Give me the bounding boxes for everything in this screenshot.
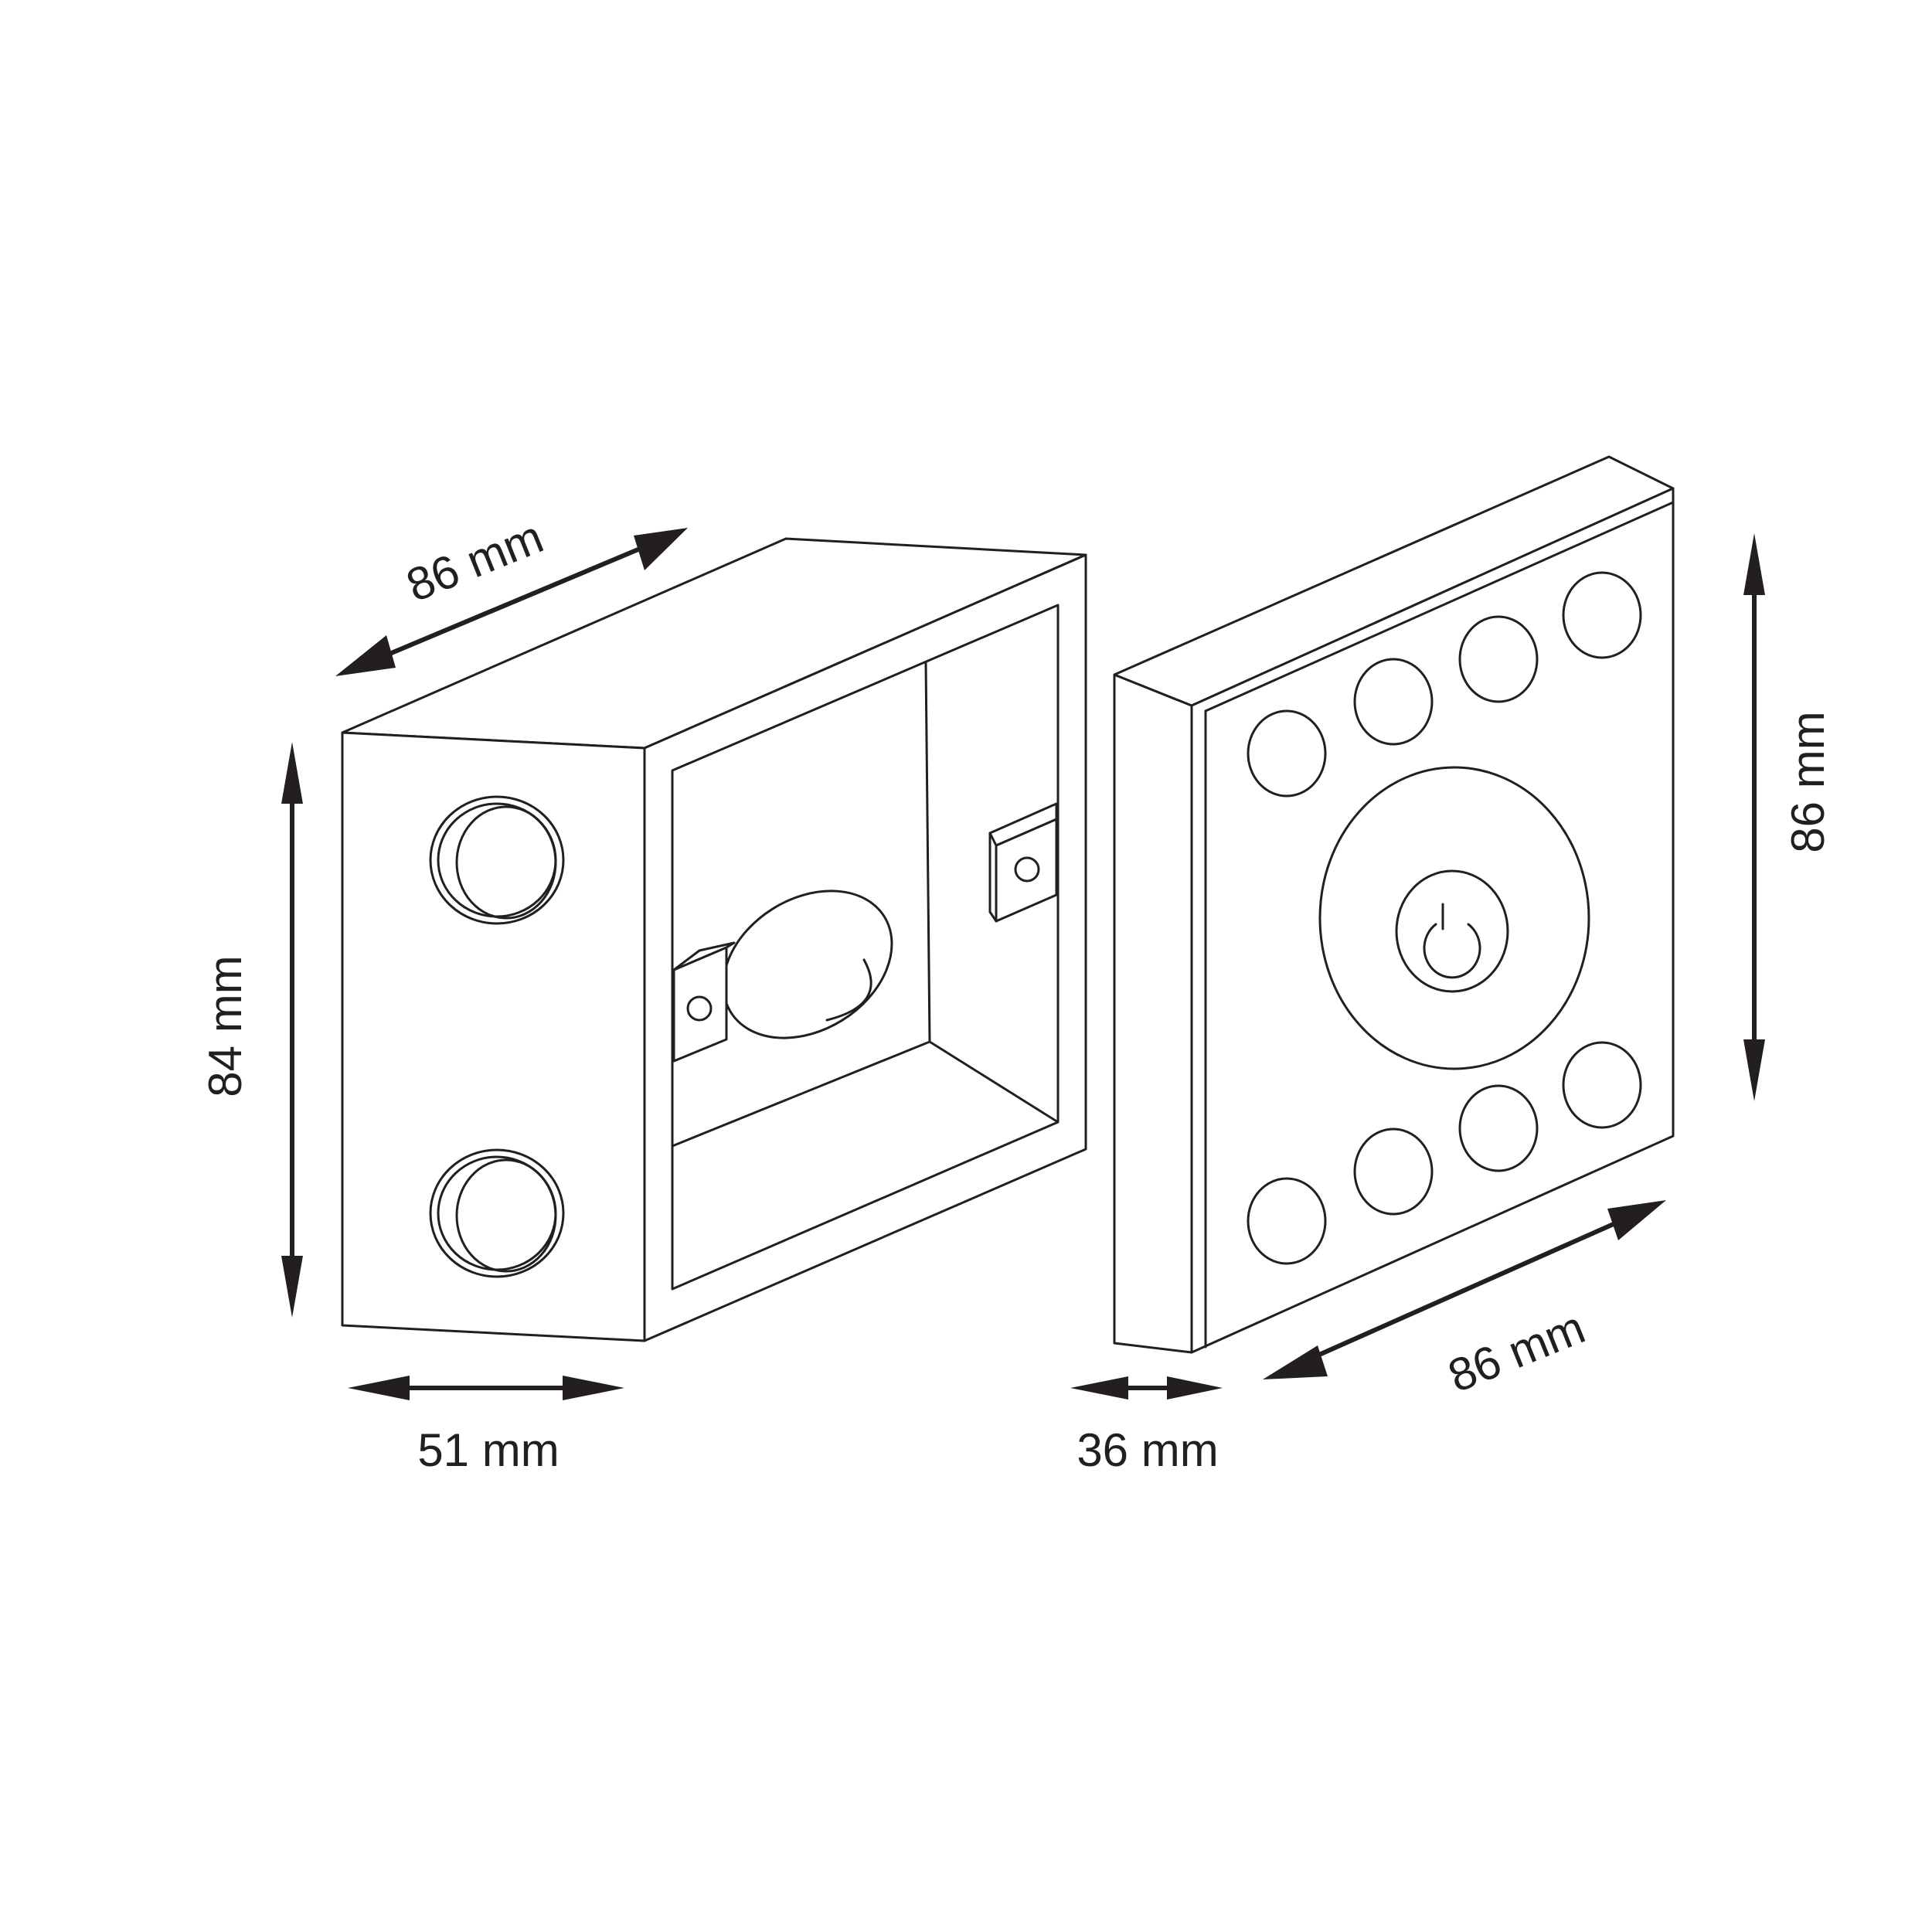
label-panel-width: 86 mm (1441, 1301, 1592, 1403)
box-side-face (341, 731, 646, 1342)
button-6[interactable] (1353, 1128, 1434, 1216)
button-4[interactable] (1562, 571, 1642, 659)
label-box-depth: 51 mm (417, 1424, 559, 1476)
button-3[interactable] (1458, 615, 1539, 703)
label-panel-depth: 36 mm (1077, 1424, 1218, 1476)
mounting-tab-right (988, 802, 1058, 923)
panel-edge-face (1113, 673, 1193, 1354)
panel-front-face (1190, 487, 1675, 1354)
dim-arrow-panel-width (1263, 1200, 1666, 1379)
power-icon (1423, 903, 1481, 979)
label-panel-height: 86 mm (1782, 711, 1834, 852)
center-dial[interactable] (1318, 766, 1590, 1070)
side-knockout-bottom (429, 1148, 565, 1278)
dim-arrow-box-width (335, 528, 688, 676)
label-box-height: 84 mm (199, 955, 251, 1097)
control-panel (1113, 455, 1675, 1354)
button-2[interactable] (1353, 658, 1434, 746)
side-knockout-top (429, 795, 565, 925)
button-5[interactable] (1247, 1177, 1327, 1265)
panel-buttons (1247, 571, 1642, 1265)
cable-knockout (722, 889, 893, 1039)
button-7[interactable] (1458, 1084, 1539, 1172)
dim-arrow-panel-height (1743, 533, 1765, 1101)
dim-arrow-panel-depth (1070, 1376, 1223, 1400)
dim-arrow-box-depth (348, 1376, 624, 1400)
power-button[interactable] (1395, 869, 1509, 993)
button-1[interactable] (1247, 709, 1327, 798)
dim-arrow-box-height (281, 742, 303, 1318)
mounting-tab-left (672, 941, 736, 1063)
mounting-box (341, 537, 1087, 1342)
button-8[interactable] (1562, 1041, 1642, 1129)
